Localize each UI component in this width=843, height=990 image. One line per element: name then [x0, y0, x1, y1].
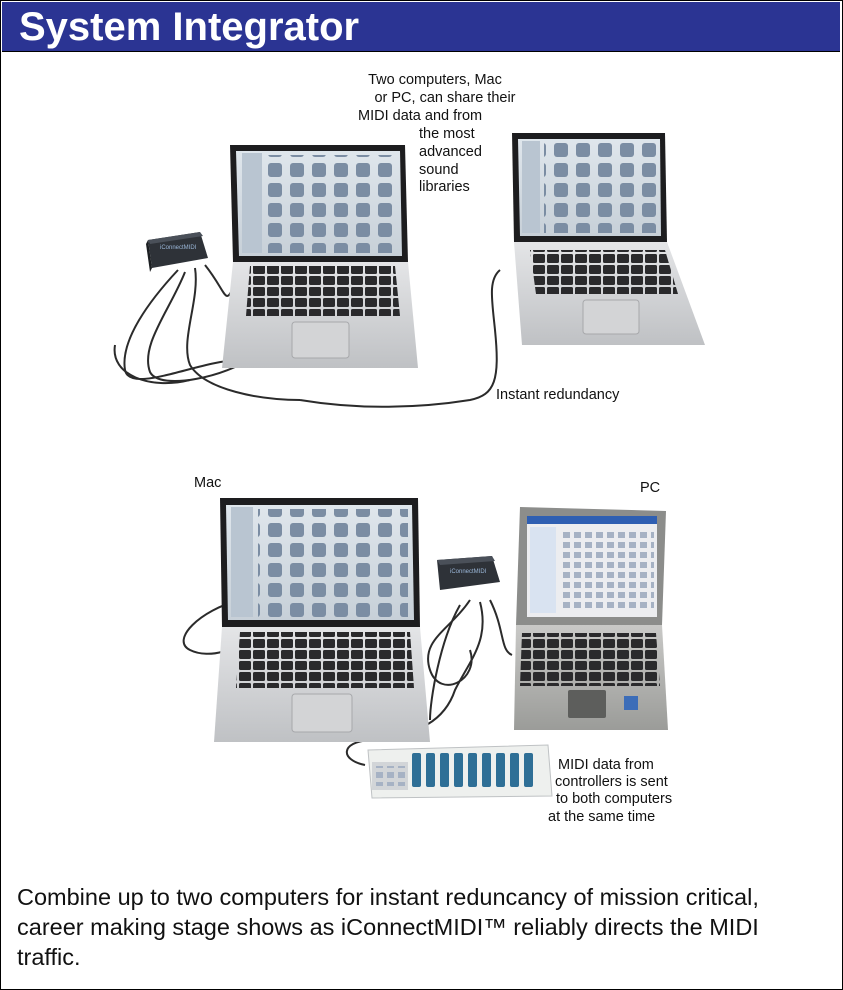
- bottom-pc-laptop: [514, 507, 668, 730]
- bottom-mac-laptop: [214, 498, 430, 742]
- top-interface-device: iConnectMIDI: [146, 232, 208, 272]
- label-mac: Mac: [194, 475, 222, 491]
- caption-share-line-4: the most: [419, 126, 475, 142]
- midi-controller-device: [367, 744, 553, 799]
- top-macbook-right: [512, 133, 705, 345]
- caption-controllers-line-4: at the same time: [548, 809, 656, 825]
- top-macbook-left: [222, 145, 418, 368]
- caption-redundancy: Instant redundancy: [496, 387, 620, 403]
- caption-controllers-line-3: to both computers: [556, 791, 673, 807]
- top-cables: [113, 264, 501, 408]
- bottom-cables: [182, 599, 513, 766]
- top-scene: iConnectMIDI: [113, 133, 705, 408]
- title-bar: System Integrator: [2, 2, 840, 52]
- caption-controllers-line-2: controllers is sent: [555, 774, 668, 790]
- caption-share-line-3: MIDI data and from: [358, 108, 483, 124]
- caption-share-line-1: Two computers, Mac: [368, 72, 502, 88]
- bottom-interface-device: iConnectMIDI: [437, 556, 500, 590]
- caption-share-line-7: libraries: [419, 179, 470, 195]
- caption-share-line-2: or PC, can share their: [374, 90, 516, 106]
- caption-share-line-5: advanced: [419, 144, 482, 160]
- top-device-label: iConnectMIDI: [160, 245, 197, 251]
- bottom-device-label: iConnectMIDI: [450, 569, 487, 575]
- caption-share-line-6: sound: [419, 162, 459, 178]
- body-paragraph: Combine up to two computers for instant …: [17, 884, 759, 970]
- bottom-scene: iConnectMIDI: [182, 498, 668, 799]
- page-title: System Integrator: [19, 5, 360, 49]
- caption-controllers-line-1: MIDI data from: [558, 757, 654, 773]
- label-pc: PC: [640, 480, 661, 496]
